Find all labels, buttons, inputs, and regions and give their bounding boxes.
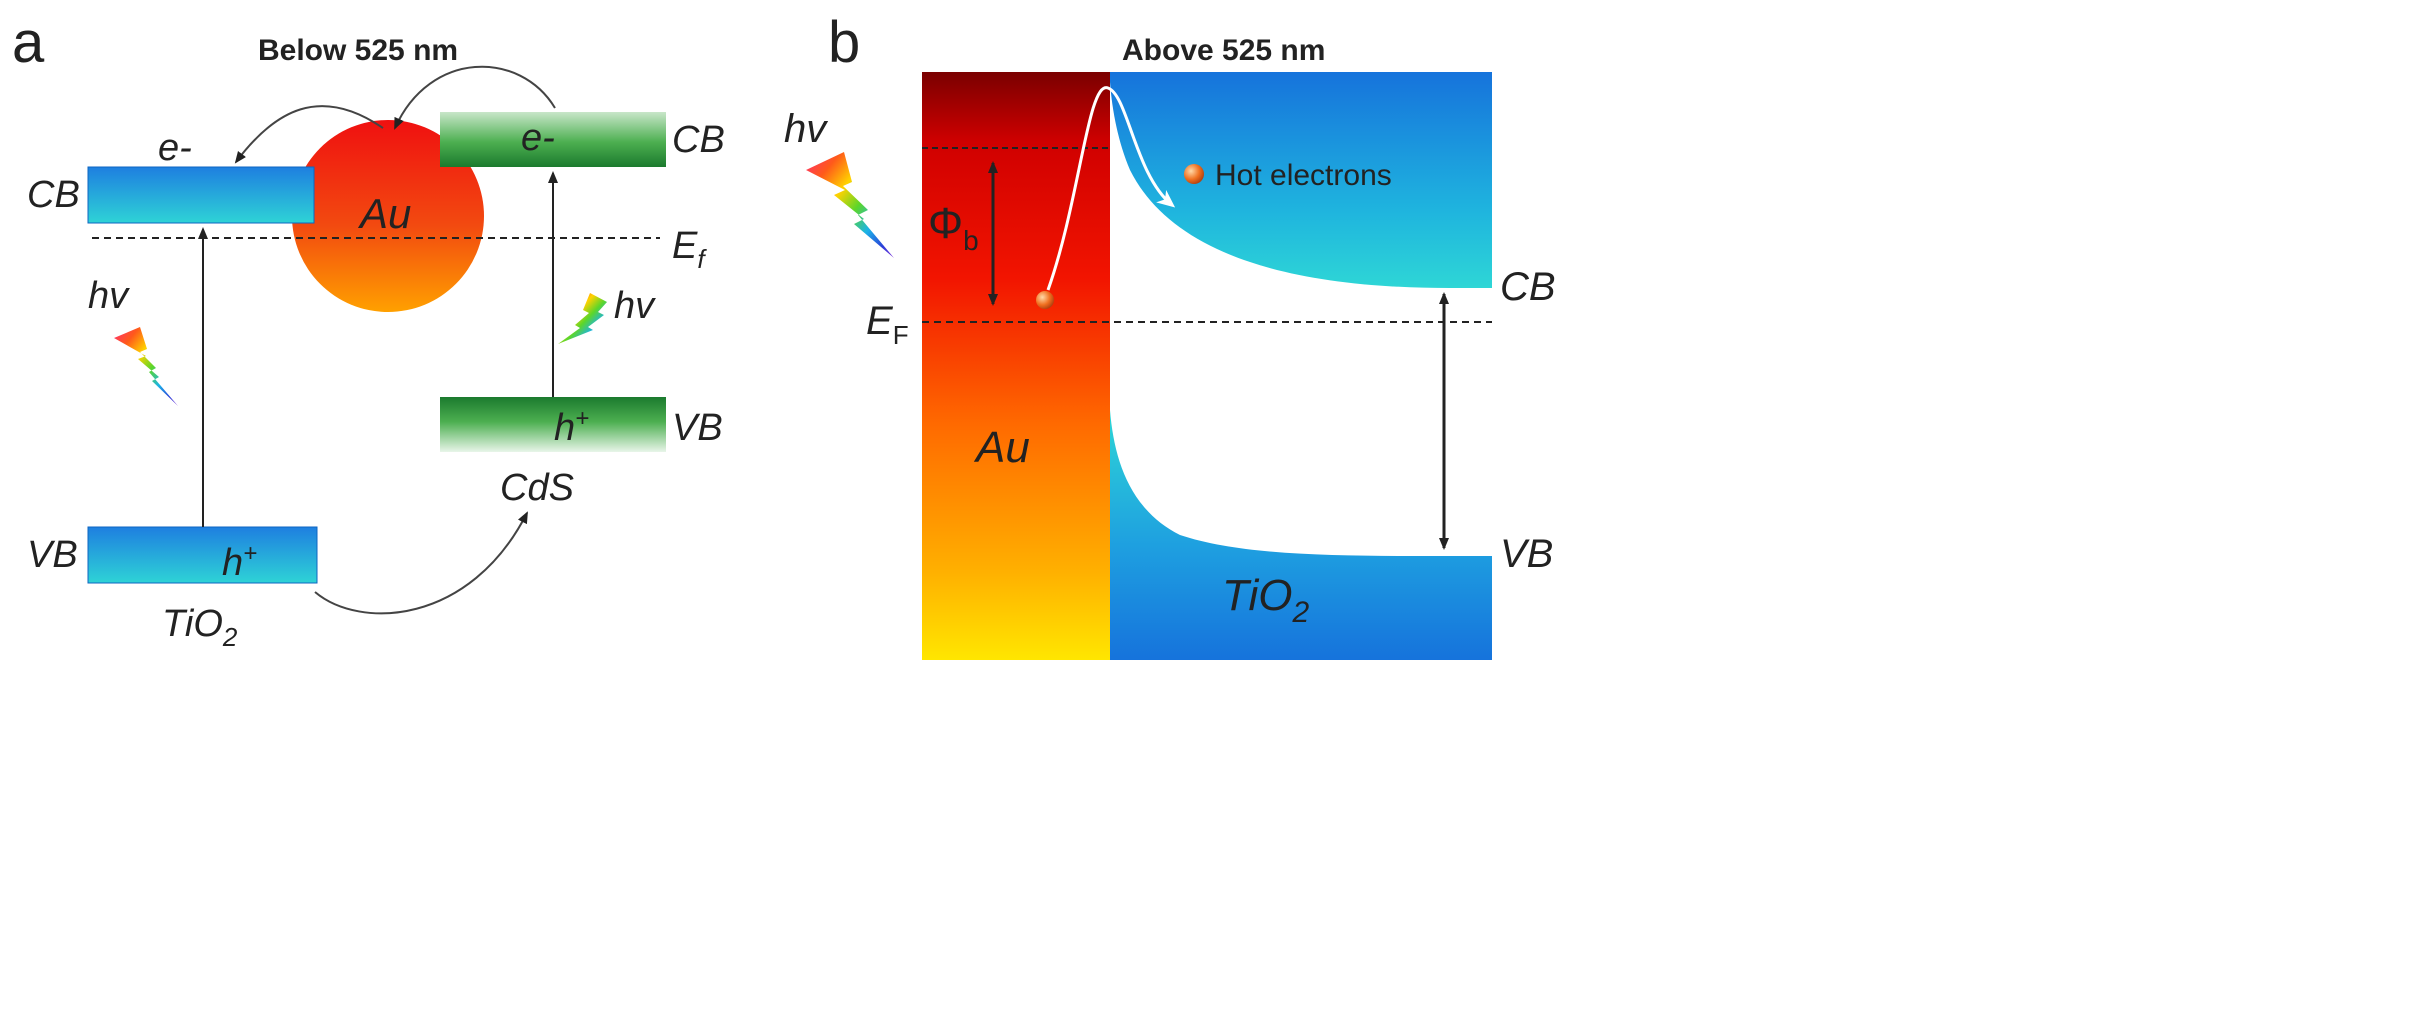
au-to-tio2-transfer-arrow: [234, 105, 384, 164]
panel-b: b Above 525 nm Au TiO2 Φb EF Hot electro…: [784, 10, 1556, 660]
panel-b-letter: b: [828, 10, 860, 75]
lightning-icon: [114, 327, 178, 406]
hot-electron-dot: [1036, 291, 1054, 309]
tio2-name-label-b: TiO2: [1222, 571, 1310, 629]
hot-electron-legend-dot: [1184, 164, 1204, 184]
tio2-conduction-band: [87, 166, 315, 224]
hot-electrons-label: Hot electrons: [1215, 159, 1392, 192]
photon-label-a-left: hv: [88, 275, 130, 317]
tio2-conduction-band-region: [1110, 72, 1492, 288]
panel-a: a Below 525 nm Au CB e- VB h+ TiO2 e- CB…: [12, 10, 725, 652]
fermi-level-label-b: EF: [866, 299, 909, 350]
cds-vb-label: VB: [672, 407, 723, 449]
cds-hole-label: h+: [554, 405, 589, 449]
cds-to-au-transfer-arrow: [394, 65, 556, 130]
lightning-icon: [806, 152, 894, 258]
tio2-electron-label: e-: [158, 127, 192, 169]
cds-valence-band: [440, 397, 666, 452]
hole-transfer-arrow: [314, 511, 528, 615]
tio2-name-label: TiO2: [162, 603, 238, 652]
au-label-a: Au: [357, 190, 411, 237]
tio2-hole-label: h+: [222, 540, 257, 584]
panel-a-letter: a: [12, 10, 45, 75]
cds-cb-label: CB: [672, 119, 725, 161]
panel-b-title: Above 525 nm: [1122, 34, 1325, 67]
tio2-cb-label: CB: [27, 174, 80, 216]
au-label-b: Au: [973, 423, 1030, 472]
fermi-level-label-a: Ef: [672, 225, 707, 274]
hot-electron-trajectory: [1046, 86, 1176, 291]
photon-label-b: hv: [784, 107, 828, 151]
au-nanoparticle: [292, 120, 484, 312]
tio2-valence-band-region: [1110, 410, 1492, 660]
lightning-icon: [558, 293, 607, 344]
cds-conduction-band: [440, 112, 666, 167]
tio2-vb-label-b: VB: [1500, 532, 1553, 576]
tio2-vb-label: VB: [27, 534, 78, 576]
cds-electron-label: e-: [521, 117, 555, 159]
tio2-cb-label-b: CB: [1500, 265, 1556, 309]
panel-a-title: Below 525 nm: [258, 34, 458, 67]
tio2-valence-band: [87, 526, 318, 584]
cds-name-label: CdS: [500, 467, 574, 509]
photon-label-a-right: hv: [614, 285, 656, 327]
barrier-height-label: Φb: [928, 199, 979, 256]
